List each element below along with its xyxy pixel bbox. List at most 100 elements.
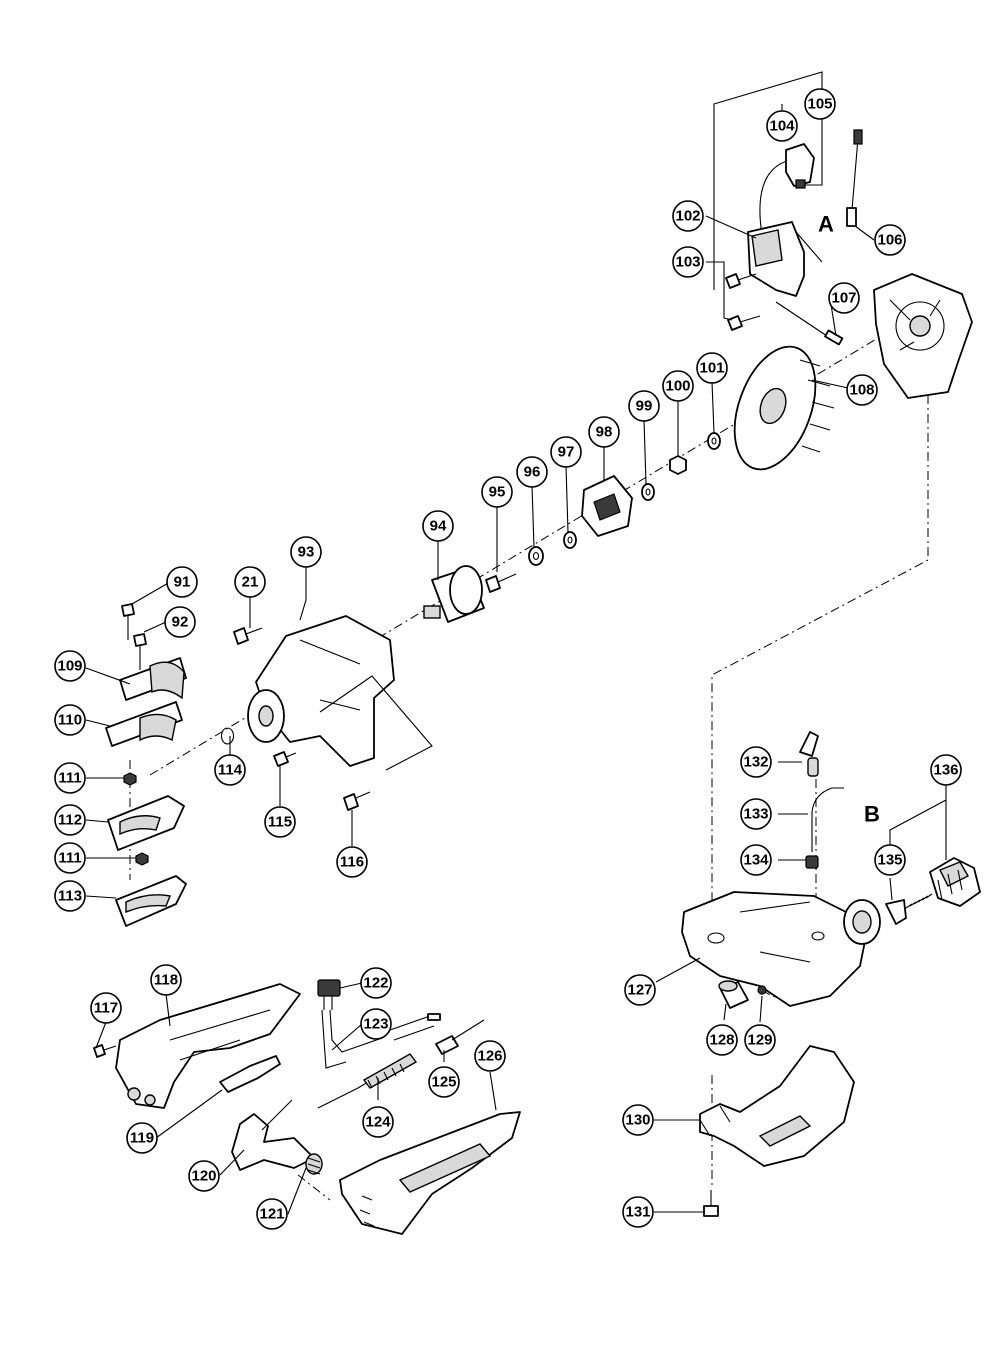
- callout: 91: [166, 566, 198, 598]
- svg-text:111: 111: [58, 770, 81, 787]
- svg-text:132: 132: [743, 754, 768, 771]
- svg-text:119: 119: [130, 1130, 154, 1147]
- callout: 121: [256, 1198, 288, 1230]
- callout: 128: [706, 1024, 738, 1056]
- callout: 126: [474, 1040, 506, 1072]
- flywheel-fasteners: [641, 432, 721, 501]
- clutch-drum: [423, 565, 485, 623]
- callout: 127: [624, 974, 656, 1006]
- callout: 98: [588, 416, 620, 448]
- housing-bolt: [233, 627, 263, 645]
- fuel-filter: [799, 731, 819, 777]
- clutch-bolt: [485, 573, 517, 593]
- trigger-spring: [305, 1153, 323, 1175]
- callout: 104: [766, 110, 798, 142]
- svg-text:124: 124: [365, 1114, 391, 1131]
- tank-cap-filter: [885, 893, 933, 925]
- handle-half-left: [115, 983, 301, 1109]
- callout: 109: [54, 650, 86, 682]
- svg-text:114: 114: [218, 762, 243, 779]
- callout: 134: [740, 844, 772, 876]
- svg-text:116: 116: [340, 854, 364, 871]
- callout: 110: [54, 704, 86, 736]
- svg-text:113: 113: [58, 888, 82, 905]
- callout: 93: [290, 536, 322, 568]
- svg-text:93: 93: [298, 544, 315, 561]
- shaft-clamp-upper: [105, 657, 187, 747]
- callout: 111: [54, 762, 86, 794]
- svg-text:128: 128: [709, 1032, 734, 1049]
- callout: 122: [360, 967, 392, 999]
- svg-text:110: 110: [58, 712, 82, 729]
- tank-grommet: [757, 985, 767, 995]
- svg-text:135: 135: [877, 852, 902, 869]
- svg-text:104: 104: [769, 118, 795, 135]
- callout: 129: [744, 1024, 776, 1056]
- callout: 112: [54, 804, 86, 836]
- svg-text:106: 106: [877, 232, 902, 249]
- callout: 94: [422, 510, 454, 542]
- callout: 132: [740, 746, 772, 778]
- svg-text:133: 133: [743, 806, 768, 823]
- svg-text:115: 115: [268, 814, 292, 831]
- housing-screws: [273, 751, 371, 811]
- cable-connector: [435, 1019, 485, 1055]
- callout: 21: [234, 566, 266, 598]
- svg-text:130: 130: [625, 1112, 650, 1129]
- svg-text:105: 105: [807, 96, 832, 113]
- svg-text:136: 136: [933, 762, 958, 779]
- svg-text:103: 103: [675, 254, 700, 271]
- callout: 114: [214, 754, 246, 786]
- clamp-bolts: [121, 603, 147, 670]
- callout: 116: [336, 846, 368, 878]
- callout: 131: [622, 1196, 654, 1228]
- callout: 107: [828, 282, 860, 314]
- svg-text:112: 112: [58, 812, 82, 829]
- callout: 120: [188, 1160, 220, 1192]
- svg-text:108: 108: [849, 382, 874, 399]
- callout: 105: [804, 88, 836, 120]
- svg-text:111: 111: [58, 850, 81, 867]
- callout: 99: [628, 390, 660, 422]
- fuel-tank: [681, 891, 881, 1007]
- callout: 135: [874, 844, 906, 876]
- spark-plug-cap: [759, 143, 815, 236]
- leader-lines: [85, 71, 947, 1215]
- callout: 118: [150, 964, 182, 996]
- callout: 124: [362, 1106, 394, 1138]
- svg-text:102: 102: [675, 208, 700, 225]
- svg-text:21: 21: [242, 574, 259, 591]
- svg-text:97: 97: [558, 444, 575, 461]
- svg-text:121: 121: [259, 1206, 284, 1223]
- handle-half-right: [339, 1111, 521, 1235]
- clutch-assembly: [581, 475, 633, 537]
- handle-screw: [93, 1044, 117, 1058]
- callout: 102: [672, 200, 704, 232]
- coil-bolts: [725, 273, 761, 331]
- tank-bracket: [699, 1045, 855, 1167]
- callout: 115: [264, 806, 296, 838]
- callout: 123: [360, 1008, 392, 1040]
- callout: 95: [481, 476, 513, 508]
- callout: 106: [874, 224, 906, 256]
- callout: 113: [54, 880, 86, 912]
- svg-text:96: 96: [524, 464, 541, 481]
- svg-text:94: 94: [430, 518, 447, 535]
- svg-text:126: 126: [477, 1048, 502, 1065]
- svg-text:131: 131: [625, 1204, 650, 1221]
- shaft-clamp-lower: [107, 795, 187, 927]
- fuel-tank-cap: [929, 857, 981, 907]
- callout: 96: [516, 456, 548, 488]
- callout: 136: [930, 754, 962, 786]
- circlip: [220, 727, 235, 745]
- throttle-trigger: [231, 1099, 315, 1171]
- fuel-line: [811, 787, 844, 852]
- callout: 130: [622, 1104, 654, 1136]
- callout: 101: [696, 352, 728, 384]
- callout: 133: [740, 798, 772, 830]
- callouts: 21 91 92 93 94 95 96 97 98 99 100 101 10…: [54, 88, 962, 1230]
- svg-text:134: 134: [743, 852, 769, 869]
- svg-text:120: 120: [191, 1168, 216, 1185]
- svg-text:117: 117: [94, 1000, 118, 1017]
